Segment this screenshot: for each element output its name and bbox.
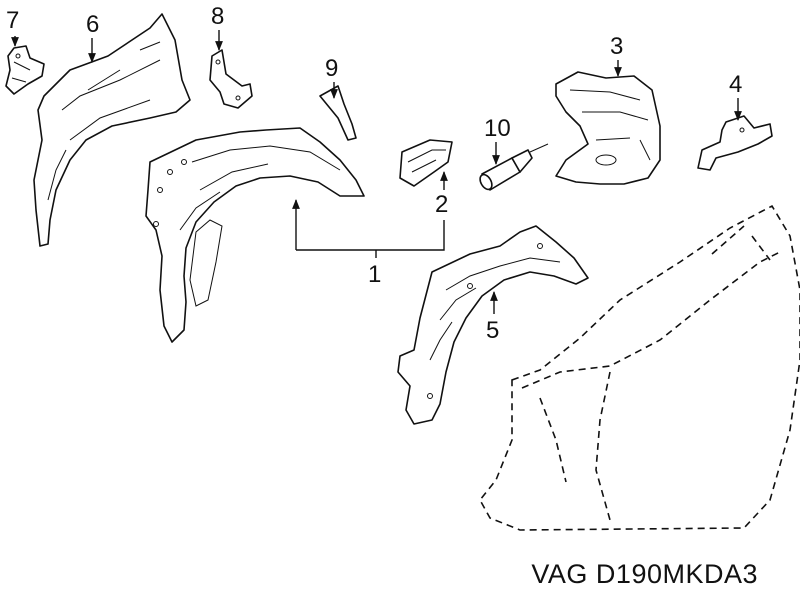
callout-1: 1 [368,261,381,288]
part-1-wheelhouse [145,127,365,343]
callout-numbers: 7 6 8 9 3 4 10 2 1 5 [6,3,742,344]
callout-3: 3 [610,33,623,60]
part-3-rear-panel [555,71,661,185]
callout-9: 9 [325,55,338,82]
part-7-bracket [5,45,45,95]
callout-6: 6 [86,11,99,38]
part-6-inner-panel [33,13,191,247]
callout-8: 8 [211,3,224,30]
callout-10: 10 [484,115,511,142]
callout-5: 5 [486,317,499,344]
part-10-sealant-tube [479,143,549,191]
callout-2: 2 [435,191,448,218]
part-2-bracket [399,139,453,187]
quarter-panel-outline [479,204,800,531]
part-8-bracket [209,49,253,109]
callout-7: 7 [6,7,19,34]
part-4-bracket [697,115,773,171]
part-9-trim-strip [319,85,357,141]
part-5-extension [397,225,589,425]
leader-lines [11,30,742,314]
callout-4: 4 [729,71,742,98]
part-number-caption: VAG D190MKDA3 [531,559,758,589]
